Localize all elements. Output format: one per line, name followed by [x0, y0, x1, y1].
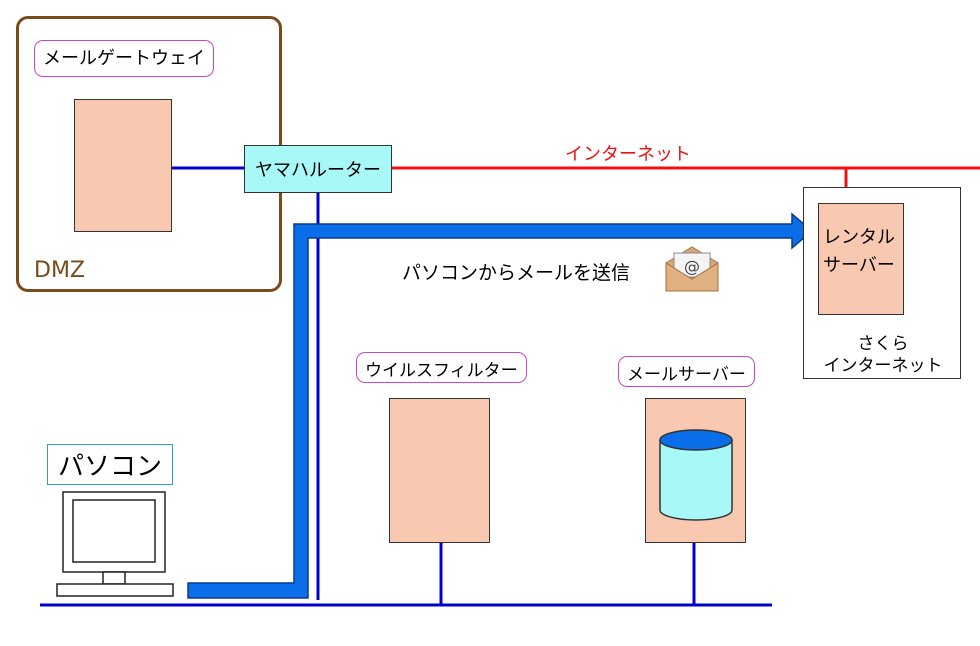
virus-filter-label: ウイルスフィルター: [356, 352, 527, 383]
rental-server-label-1: レンタル: [823, 227, 895, 248]
dmz-label: DMZ: [34, 258, 85, 283]
sakura-label: さくら インターネット: [808, 333, 958, 377]
yamaha-router: ヤマハルーター: [244, 145, 392, 193]
mail-flow-caption: パソコンからメールを送信: [402, 262, 631, 284]
sakura-label-1: さくら: [857, 334, 909, 354]
rental-server-label-2: サーバー: [823, 255, 895, 276]
email-envelope-icon: @: [665, 246, 719, 292]
mail-server-label: メールサーバー: [618, 356, 755, 387]
virus-filter-server: [389, 398, 490, 543]
mail-gateway-server: [74, 99, 172, 232]
sakura-label-2: インターネット: [823, 356, 943, 376]
internet-label: インターネット: [565, 144, 691, 165]
mail-gateway-label: メールゲートウェイ: [34, 40, 214, 77]
svg-text:@: @: [684, 257, 700, 276]
database-cylinder-icon: [659, 429, 733, 521]
pc-label-text: パソコン: [57, 452, 162, 482]
router-label: ヤマハルーター: [255, 160, 381, 181]
pc-label: パソコン: [47, 444, 173, 485]
mail-flow-arrow: [187, 212, 814, 599]
desktop-computer-icon: [56, 491, 174, 597]
rental-server: レンタル サーバー: [818, 203, 904, 315]
